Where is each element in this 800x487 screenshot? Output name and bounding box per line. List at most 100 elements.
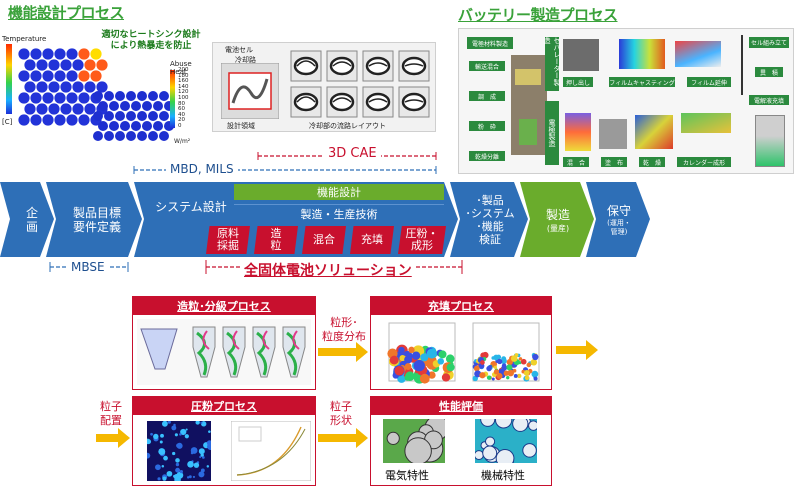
stage-requirements: 製品目標 要件定義 (58, 182, 136, 257)
stage-planning: 企 画 (14, 182, 50, 257)
design-area-label: 設計領域 (227, 121, 255, 131)
stage-maintenance: 保守 (運用・ 管理) (594, 202, 644, 237)
battery-cell (78, 114, 89, 125)
abuse-heat-tick: 0 (178, 124, 198, 130)
battery-cell (42, 114, 53, 125)
abuse-heat-unit: W/m² (174, 138, 190, 145)
battery-manufacturing-title: バッテリー製造プロセス (458, 4, 618, 25)
functional-design-bar: 機能設計 (234, 184, 444, 200)
battery-cell (93, 91, 103, 101)
battery-cell (84, 59, 95, 70)
cooling-layout-panel: 電池セル 冷却路 設計領域 冷却部の流路レイアウト (212, 42, 436, 132)
step-grind: 粉 砕 (469, 121, 505, 131)
step-electrode-material: 電極材料製造 (467, 37, 513, 49)
battery-cell (115, 131, 125, 141)
battery-cell-label: 電池セル (225, 45, 253, 55)
material-equipment-detail (519, 119, 537, 145)
film-sim-image (619, 39, 665, 69)
battery-cell (42, 48, 53, 59)
battery-cell (78, 92, 89, 103)
channel-layouts (285, 49, 431, 119)
battery-cell (18, 48, 29, 59)
manufacturing-tech-bar: 製造・生産技術 (234, 204, 444, 222)
battery-cell (104, 111, 114, 121)
battery-cell (90, 70, 101, 81)
battery-cell (48, 81, 59, 92)
battery-cell (93, 111, 103, 121)
battery-cell (120, 121, 130, 131)
battery-cell (115, 111, 125, 121)
temperature-label: Temperature (2, 35, 46, 43)
particle-placement-label: 粒子 配置 (96, 400, 126, 428)
battery-cell (142, 101, 152, 111)
step-electrolyte-fill: 電解液充填 (749, 95, 789, 105)
battery-cell (153, 101, 163, 111)
battery-cell (36, 103, 47, 114)
battery-cell (159, 111, 169, 121)
battery-cell (159, 131, 169, 141)
battery-cell (109, 121, 119, 131)
stage-production-label: 製造 (528, 206, 588, 223)
separator-manufacturing-label: セパレーター製造 (545, 37, 559, 91)
battery-cell (78, 70, 89, 81)
battery-cell (66, 70, 77, 81)
battery-cell (60, 81, 71, 92)
stage-production-sub: (量産) (528, 223, 588, 234)
battery-cell (148, 91, 158, 101)
battery-cell (78, 48, 89, 59)
battery-cell (54, 70, 65, 81)
battery-cell (66, 48, 77, 59)
battery-cell (60, 59, 71, 70)
cae-span-label: 3D CAE (324, 146, 381, 161)
battery-cell (30, 48, 41, 59)
battery-cell (54, 92, 65, 103)
battery-cell (137, 131, 147, 141)
mbd-span-label: MBD, MILS (166, 162, 238, 176)
step-film-casting: フィルムキャスティング (609, 77, 675, 87)
material-equipment-detail (515, 69, 541, 85)
battery-cell (98, 121, 108, 131)
abuse-heat-ticks: 200 180 160 140 120 100 80 60 40 20 0 (178, 68, 198, 130)
battery-cell (18, 92, 29, 103)
battery-cell (115, 91, 125, 101)
battery-cell (36, 81, 47, 92)
temperature-unit: [C] (2, 118, 12, 126)
battery-cell (48, 59, 59, 70)
battery-cell (48, 103, 59, 114)
battery-cell (104, 91, 114, 101)
battery-cell (159, 91, 169, 101)
battery-cell (30, 114, 41, 125)
stage-production: 製造 (量産) (528, 206, 588, 234)
step-prep: 調 成 (469, 91, 505, 101)
battery-cell (42, 92, 53, 103)
mbse-span-label: MBSE (68, 260, 108, 274)
solid-state-span-label: 全固体電池ソリューション (240, 260, 416, 280)
stage-maintenance-sub: (運用・ 管理) (594, 219, 644, 237)
mixing-image (565, 113, 591, 151)
coating-image (599, 119, 627, 149)
battery-cell (60, 103, 71, 114)
drying-image (635, 115, 673, 149)
channel-loop (331, 58, 353, 74)
span-lines-top (0, 150, 800, 180)
extruder-image (563, 39, 599, 71)
step-extrude: 押し出し (563, 77, 593, 87)
battery-cell (126, 91, 136, 101)
step-cell-assembly: セル組み立て (749, 37, 789, 48)
battery-cell (66, 114, 77, 125)
battery-cell (30, 92, 41, 103)
battery-cell (93, 131, 103, 141)
particle-shape-label: 粒子 形状 (326, 400, 356, 428)
battery-cell (137, 91, 147, 101)
step-mixing: 混合 (302, 226, 346, 254)
battery-cell (42, 70, 53, 81)
stage-maintenance-label: 保守 (594, 202, 644, 219)
step-compaction: 圧粉・ 成形 (398, 226, 446, 254)
battery-cell (36, 59, 47, 70)
functional-design-title: 機能設計プロセス (8, 2, 124, 23)
battery-cell (54, 114, 65, 125)
battery-cell (120, 101, 130, 111)
step-transport-mix: 輸送混合 (469, 61, 505, 71)
step-granulation: 造 粒 (254, 226, 298, 254)
battery-cell (24, 59, 35, 70)
